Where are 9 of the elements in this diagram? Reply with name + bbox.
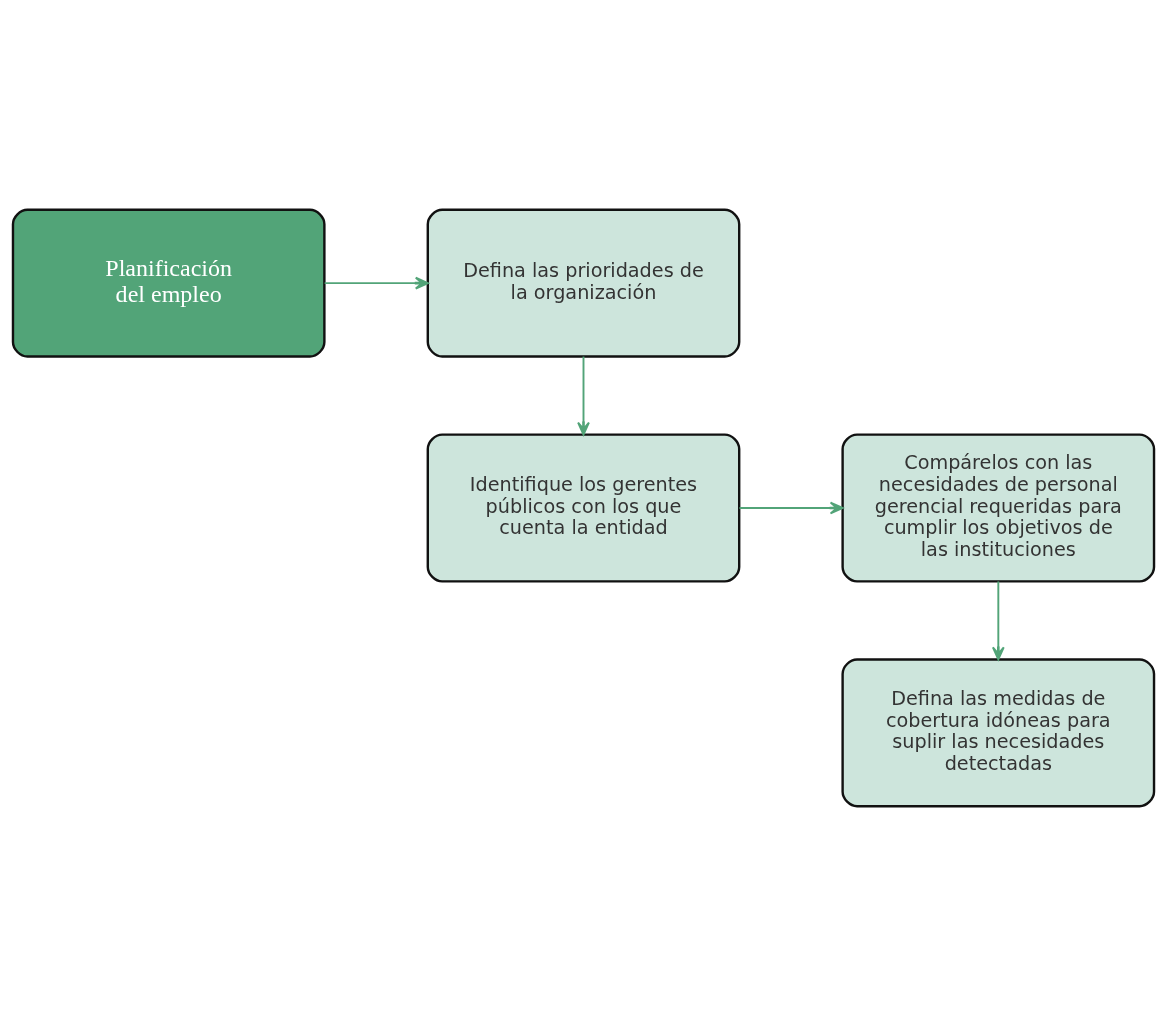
node-box: Defina las prioridades de la organización: [426, 208, 741, 358]
node-box: Planificación del empleo: [11, 208, 326, 358]
arrow: [738, 501, 844, 514]
node-box: Identifique los gerentes públicos con los que cuenta la entidad: [426, 432, 741, 583]
node-box: Defina las medidas de cobertura idóneas para suplir las necesidades detectadas: [841, 657, 1156, 807]
arrow: [323, 276, 429, 290]
arrow: [991, 579, 1005, 660]
arrow: [577, 355, 590, 435]
node-box: Compárelos con las necesidades de personal gerencial requeridas para cumplir los objetivos de las instituciones: [841, 432, 1156, 583]
